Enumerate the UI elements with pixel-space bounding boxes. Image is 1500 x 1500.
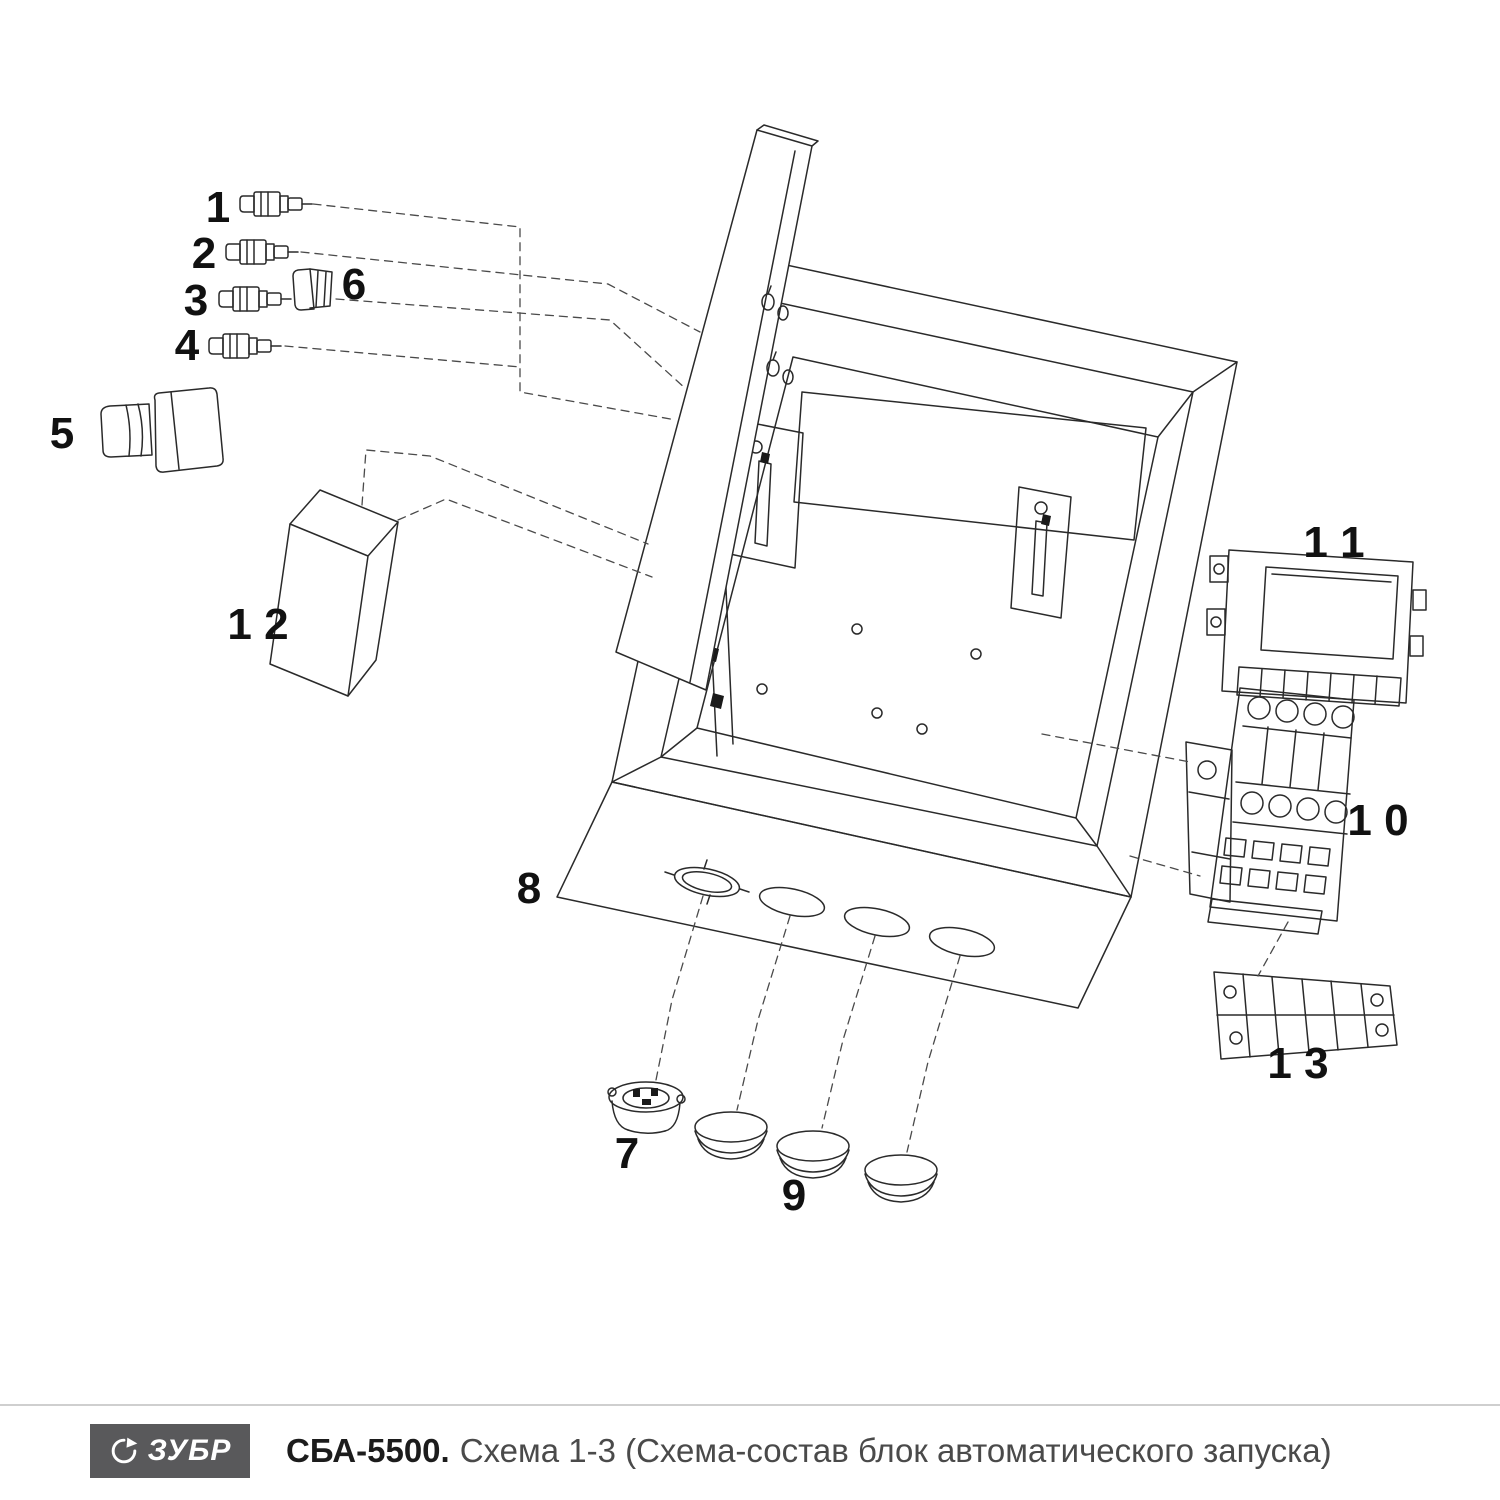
part-3-gland-fitting: [218, 286, 292, 312]
guide-part-3: [335, 298, 687, 390]
door-inner-edge: [689, 150, 796, 683]
floor-mounting-holes: [756, 623, 982, 735]
part-11-control-module: [1206, 549, 1427, 707]
part-10-contactor: [1185, 687, 1355, 935]
knockout-hole-4: [928, 926, 996, 958]
part-4-gland-fitting: [208, 333, 282, 359]
model-number: СБА-5500.: [286, 1432, 450, 1469]
guide-part-13: [1257, 921, 1289, 977]
door-top-bevel: [756, 124, 819, 147]
contactor-mount-bracket: [1185, 741, 1233, 903]
enclosure-rim-corners: [611, 361, 1238, 898]
knockout-hole-3: [843, 906, 911, 938]
rim-hinge-hole-upper: [777, 305, 789, 321]
contactor-lower-windows: [1219, 837, 1331, 895]
interior-right-bracket: [1010, 486, 1072, 619]
blanking-cap-2: [776, 1130, 850, 1179]
enclosure-wall-depth-lines: [660, 391, 1194, 847]
part-13-terminal-block: [1213, 971, 1398, 1060]
part-2-gland-fitting: [225, 239, 299, 265]
module-right-tabs: [1409, 589, 1427, 657]
interior-top-panel: [793, 391, 1147, 541]
part-1-gland-fitting: [239, 191, 313, 217]
part-12-component-box: [269, 489, 399, 697]
footer-divider: [0, 1404, 1500, 1406]
guide-cap-2: [821, 935, 876, 1129]
contactor-body: [1209, 687, 1355, 922]
door-hinge-pin-upper: [761, 285, 775, 311]
knockout-hole-2: [758, 886, 826, 918]
footer-caption: СБА-5500.Схема 1-3 (Схема-состав блок ав…: [286, 1432, 1332, 1470]
knockout-hole-1: [664, 859, 750, 905]
label-part-3: 3: [184, 276, 208, 325]
module-body: [1221, 549, 1414, 704]
label-part-8: 8: [517, 864, 541, 913]
guide-part-12-b: [397, 498, 653, 578]
guide-part-4: [284, 345, 521, 368]
label-part-12: 1 2: [227, 600, 288, 649]
part-5-cable-gland: [100, 387, 224, 473]
door-hinge-pin-lower: [766, 351, 780, 377]
label-part-1: 1: [206, 183, 230, 232]
module-left-terminals: [1206, 555, 1229, 636]
guide-part-12-a: [361, 449, 649, 545]
part-number-labels: 1 2 3 4 5 6 7 8 9 1 0 1 1 1 2 1 3: [50, 183, 1409, 1220]
caption-text: Схема 1-3 (Схема-состав блок автоматичес…: [459, 1432, 1332, 1469]
guide-part-7: [655, 895, 704, 1081]
label-part-11: 1 1: [1303, 518, 1364, 567]
footer: ЗУБР СБА-5500.Схема 1-3 (Схема-состав бл…: [0, 1404, 1500, 1478]
part-7-power-socket: [607, 1081, 686, 1134]
label-part-2: 2: [192, 229, 216, 278]
module-screen: [1260, 566, 1399, 660]
enclosure-door: [615, 124, 819, 691]
guide-part-2: [300, 251, 701, 333]
contactor-top-terminals: [1247, 696, 1355, 729]
hinge-clip-lower: [710, 693, 724, 709]
guide-part-10-a: [1041, 733, 1191, 763]
guide-cap-3: [906, 955, 961, 1153]
rim-hinge-hole-lower: [782, 369, 794, 385]
part-6-fitting: [292, 268, 333, 311]
module-terminal-strip: [1236, 666, 1402, 707]
label-part-10: 1 0: [1347, 796, 1408, 845]
label-part-13: 1 3: [1267, 1039, 1328, 1088]
guide-cap-1: [736, 915, 791, 1111]
part-8-enclosure-box: [556, 251, 1238, 1009]
blanking-cap-3: [864, 1154, 938, 1203]
label-part-6: 6: [342, 260, 366, 309]
enclosure-front-face: [556, 781, 1132, 1009]
zubr-logo-icon: [111, 1437, 137, 1464]
zubr-logo: ЗУБР: [90, 1424, 250, 1478]
footer-row: ЗУБР СБА-5500.Схема 1-3 (Схема-состав бл…: [0, 1406, 1500, 1478]
assembly-guide-lines: [284, 203, 1289, 1153]
label-part-7: 7: [615, 1129, 639, 1178]
zubr-logo-text: ЗУБР: [147, 1434, 232, 1467]
label-part-9: 9: [782, 1171, 806, 1220]
blanking-cap-1: [694, 1111, 768, 1160]
label-part-4: 4: [175, 321, 200, 370]
guide-part-10-b: [1129, 855, 1201, 877]
contactor-mid-terminals: [1240, 791, 1348, 824]
guide-part-1: [312, 203, 677, 421]
door-panel: [615, 129, 813, 691]
part-9-blanking-caps: [694, 1111, 938, 1203]
contactor-bottom-lip: [1207, 898, 1323, 935]
label-part-5: 5: [50, 409, 74, 458]
